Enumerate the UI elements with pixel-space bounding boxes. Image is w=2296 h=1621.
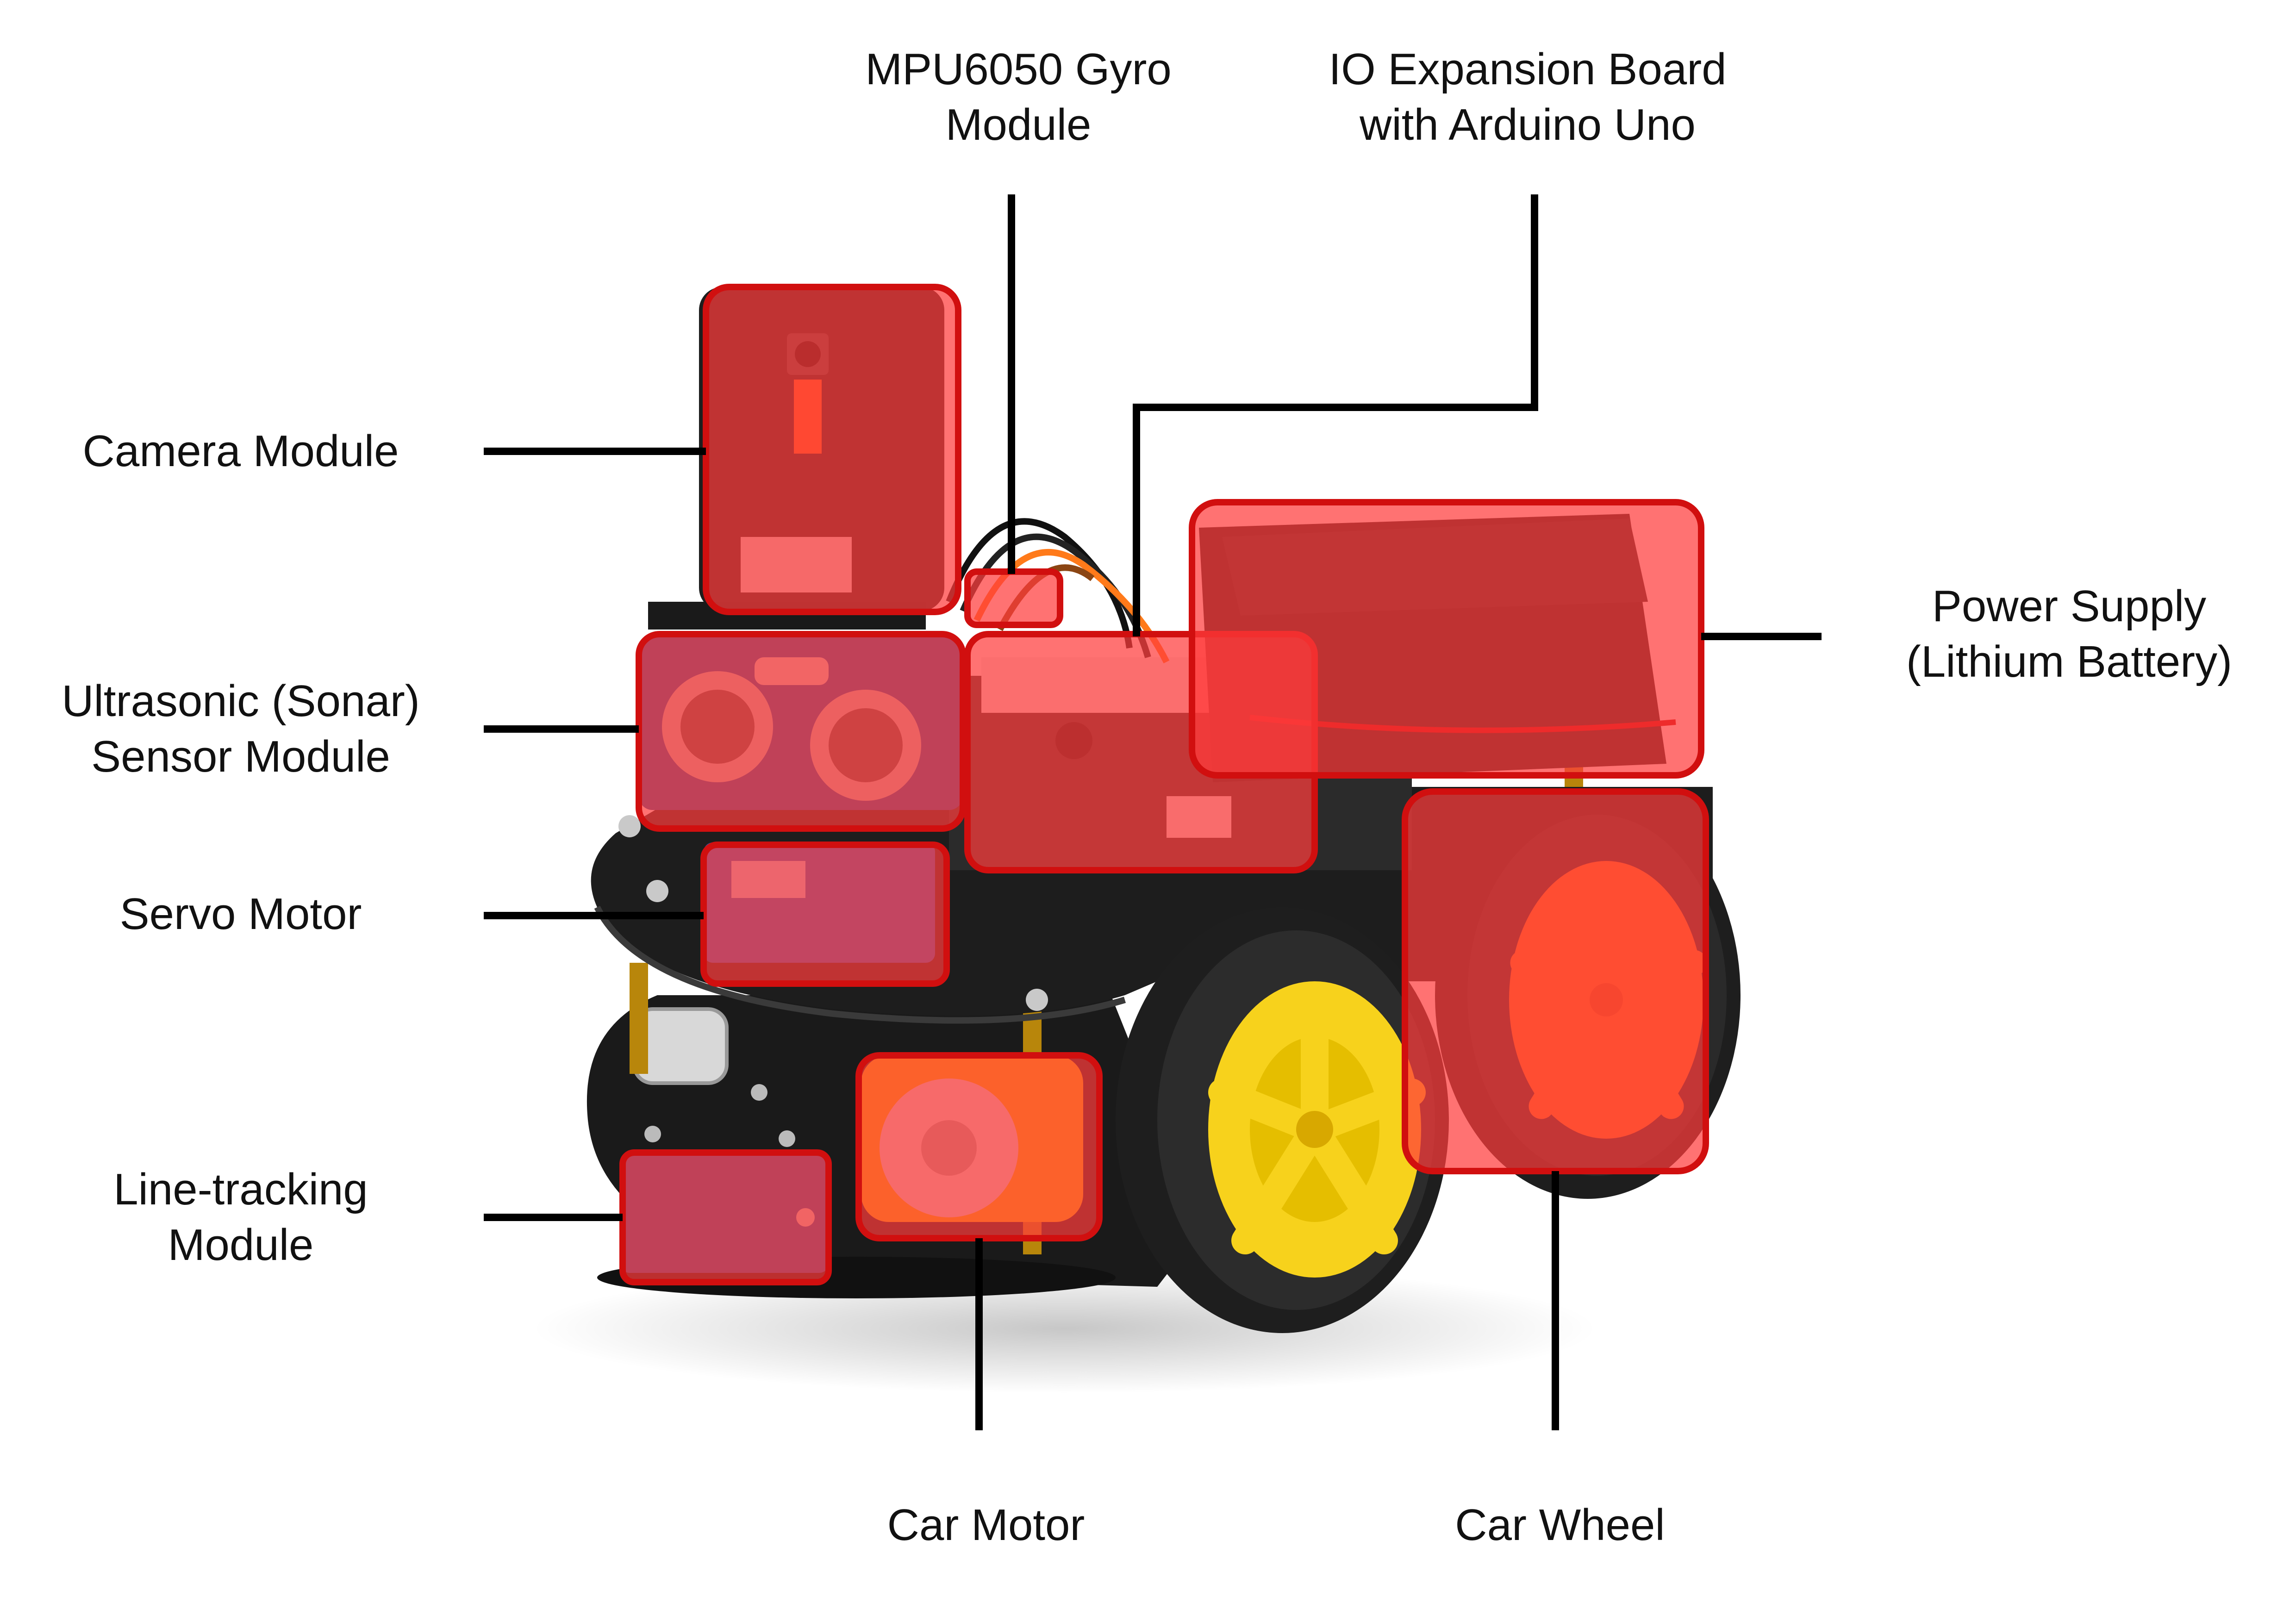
label-line: Ultrasonic (Sonar): [62, 676, 420, 726]
label-line: Car Wheel: [1455, 1500, 1665, 1550]
highlight-gyro: [964, 568, 1063, 628]
label-line: MPU6050 Gyro: [865, 44, 1172, 94]
label-line: Power Supply: [1932, 581, 2207, 631]
label-line: Line-tracking: [113, 1165, 368, 1214]
label-line: (Lithium Battery): [1906, 637, 2233, 686]
wiring-bundle: [946, 518, 1170, 664]
front-wheel: [1116, 907, 1449, 1333]
label-line: IO Expansion Board: [1329, 44, 1727, 94]
highlight-sonar: [636, 631, 966, 832]
leader-io-board: [1133, 194, 1538, 636]
label-gyro-module: MPU6050 Gyro Module: [833, 42, 1204, 153]
label-line: Sensor Module: [91, 732, 390, 781]
label-ultrasonic-sensor: Ultrasonic (Sonar) Sensor Module: [28, 673, 454, 785]
label-line: Car Motor: [887, 1500, 1085, 1550]
label-line: with Arduino Uno: [1360, 100, 1696, 150]
highlight-line-tracking: [619, 1149, 832, 1285]
label-servo-motor: Servo Motor: [74, 886, 407, 942]
label-car-motor: Car Motor: [842, 1497, 1129, 1553]
label-line: Camera Module: [82, 426, 399, 476]
leader-lines: [484, 194, 1822, 1430]
label-car-wheel: Car Wheel: [1412, 1497, 1708, 1553]
highlight-servo: [700, 842, 950, 987]
label-line: Module: [945, 100, 1092, 150]
highlight-power: [1189, 499, 1704, 779]
highlight-camera: [703, 284, 961, 615]
label-camera-module: Camera Module: [46, 424, 435, 479]
label-io-expansion-board: IO Expansion Board with Arduino Uno: [1296, 42, 1759, 153]
label-line: Servo Motor: [119, 889, 362, 939]
label-line-tracking-module: Line-tracking Module: [74, 1162, 407, 1273]
highlight-wheel: [1402, 788, 1709, 1174]
label-line: Module: [168, 1220, 314, 1270]
label-power-supply: Power Supply (Lithium Battery): [1852, 579, 2287, 690]
highlight-motor: [855, 1052, 1103, 1241]
